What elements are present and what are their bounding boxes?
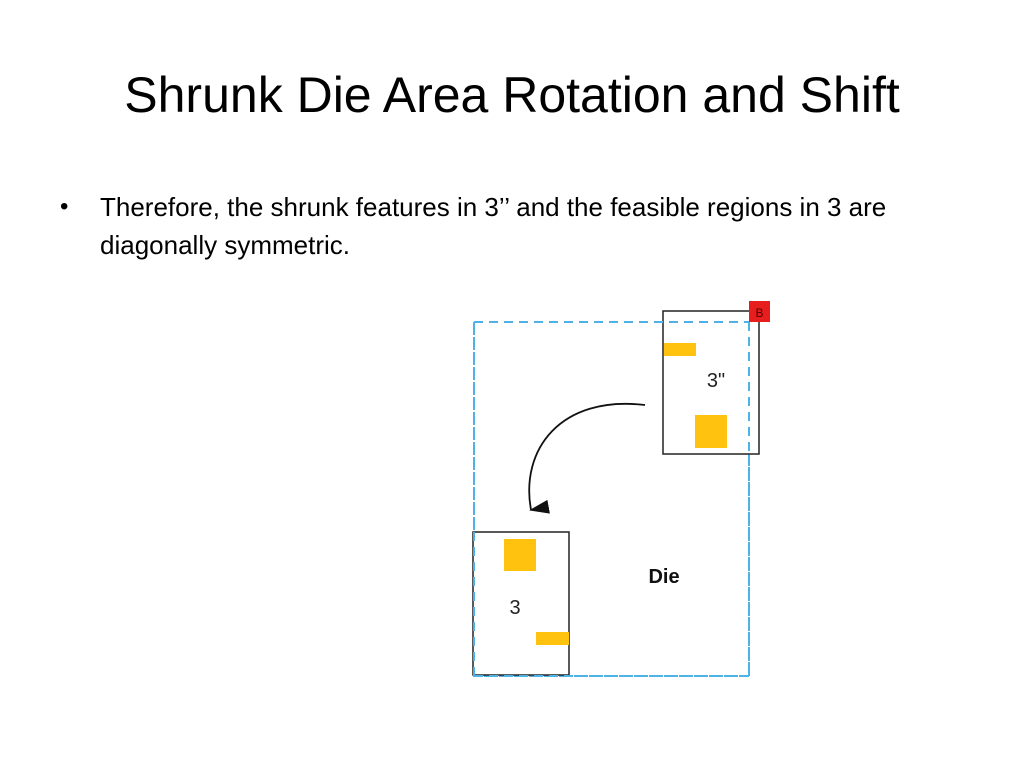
bullet-marker: • [60, 193, 69, 220]
die-label: Die [648, 566, 679, 588]
region-3-label: 3 [509, 597, 520, 619]
feature-bar-bottom [536, 632, 569, 645]
region-3-double-prime-label: 3" [707, 370, 725, 392]
bullet-list: • Therefore, the shrunk features in 3’’ … [60, 188, 960, 264]
slide-title: Shrunk Die Area Rotation and Shift [124, 67, 900, 123]
rotation-arrow [528, 402, 646, 514]
bullet-item: • Therefore, the shrunk features in 3’’ … [60, 188, 960, 264]
bullet-text: Therefore, the shrunk features in 3’’ an… [100, 192, 887, 260]
feature-bar-top [664, 343, 696, 356]
feature-square-top [695, 415, 727, 448]
feature-square-bottom [504, 539, 536, 571]
corner-marker [749, 301, 770, 322]
corner-marker-label: B [755, 306, 763, 320]
